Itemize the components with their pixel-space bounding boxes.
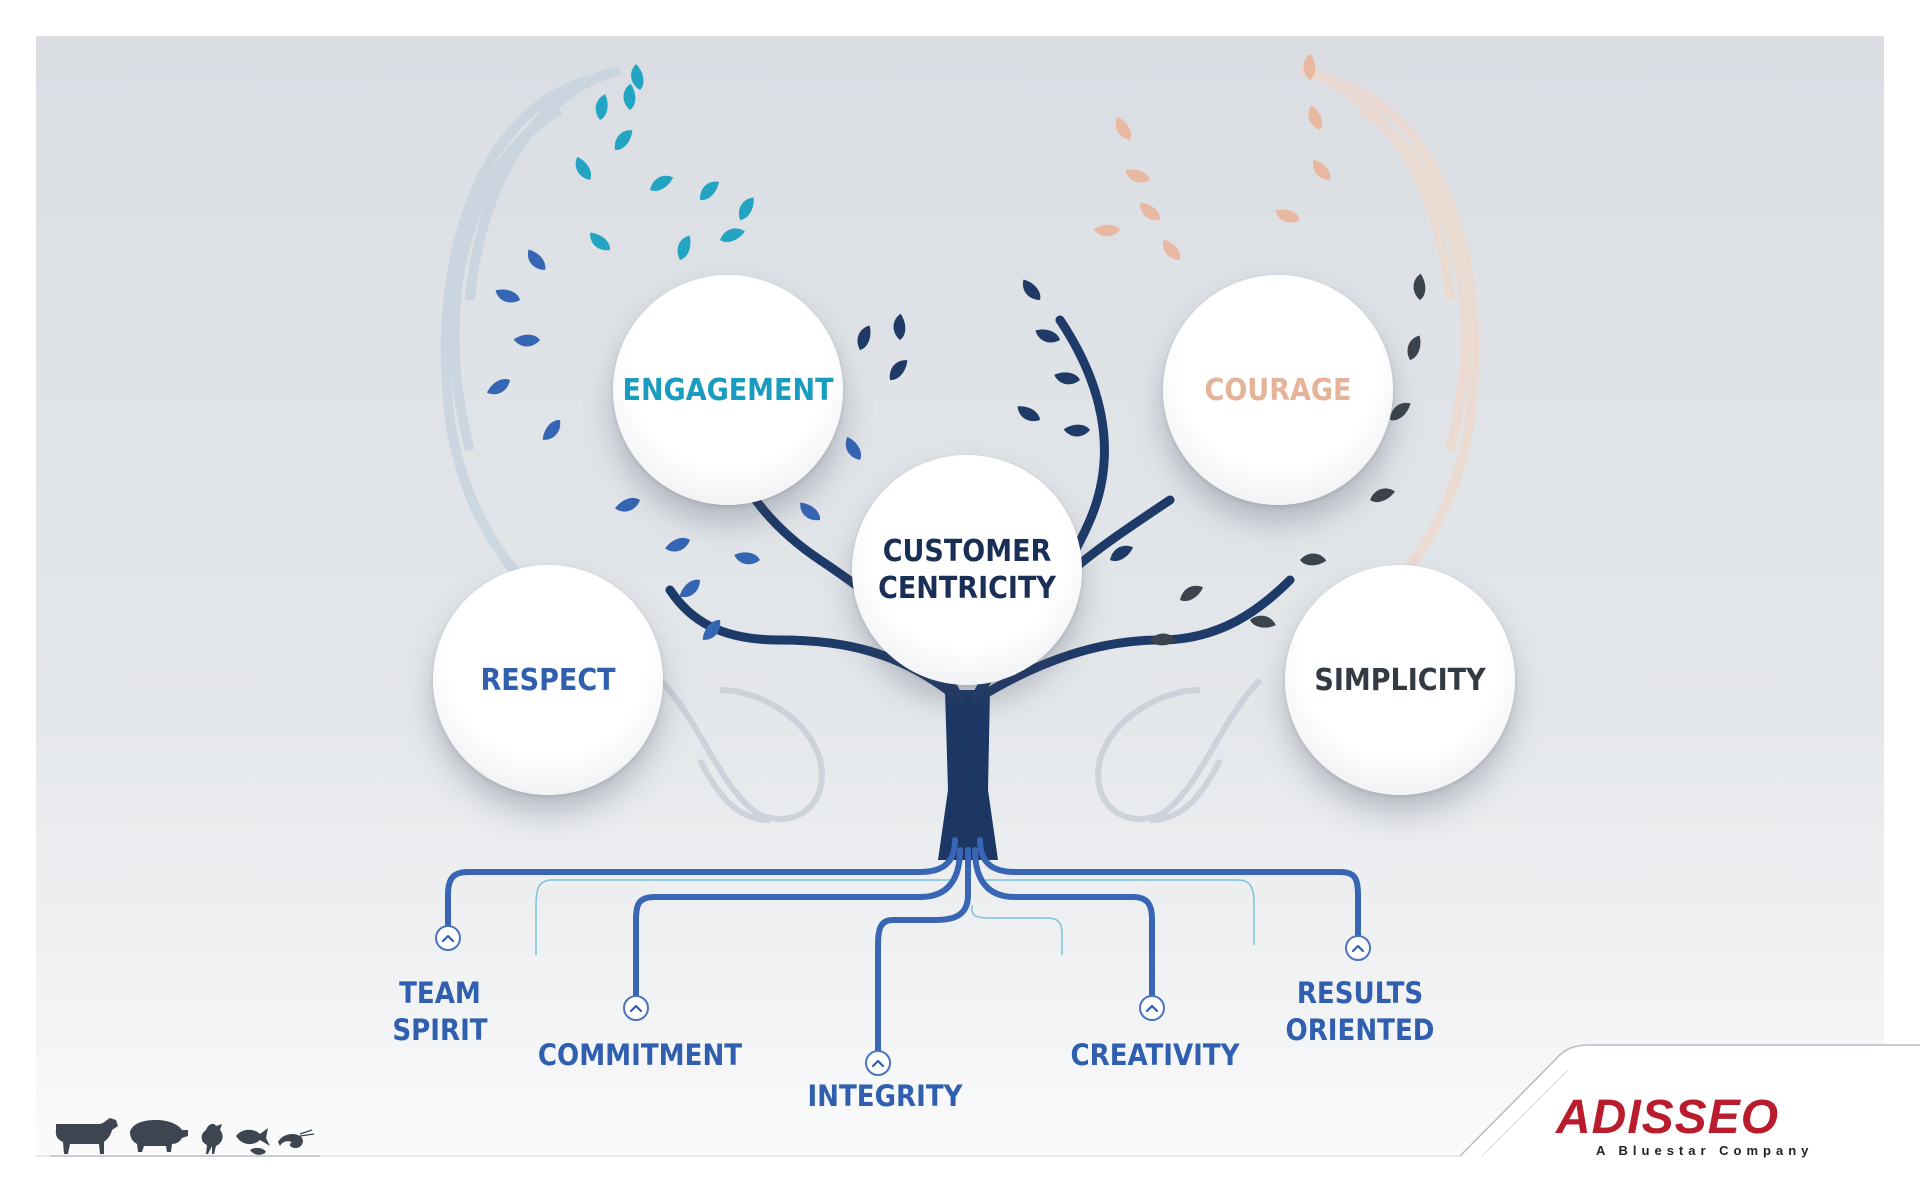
left-wing-outline [440, 65, 622, 645]
root-label-team-spirit: TEAM SPIRIT [392, 976, 488, 1047]
value-circle-engagement: ENGAGEMENT [613, 275, 843, 505]
fish-icon [236, 1128, 270, 1155]
root-label-results-oriented: RESULTS ORIENTED [1285, 976, 1435, 1047]
cow-icon [55, 1118, 118, 1154]
root-thin-lines [535, 879, 1255, 955]
arrow-up-icon [1345, 935, 1371, 961]
value-label-simplicity: SIMPLICITY [1314, 662, 1486, 698]
leaves-peach [1092, 52, 1334, 265]
value-circle-simplicity: SIMPLICITY [1285, 565, 1515, 795]
root-label-integrity: INTEGRITY [807, 1079, 963, 1113]
right-claw-outline [1095, 677, 1263, 823]
tree-trunk [938, 690, 998, 860]
value-label-engagement: ENGAGEMENT [622, 372, 834, 408]
root-label-commitment: COMMITMENT [537, 1038, 743, 1072]
logo-wordmark: ADISSEO [1556, 1091, 1780, 1144]
adisseo-logo: ADISSEO A Bluestar Company [1556, 1091, 1866, 1159]
animal-silhouettes [50, 1118, 320, 1157]
arrow-up-icon [623, 995, 649, 1021]
value-circle-courage: COURAGE [1163, 275, 1393, 505]
brand-band [1459, 1044, 1920, 1200]
root-lines [445, 837, 1361, 1058]
value-circle-customer-centricity: CUSTOMER CENTRICITY [852, 455, 1082, 685]
chicken-icon [201, 1123, 223, 1154]
value-circle-respect: RESPECT [433, 565, 663, 795]
leaves-teal [572, 64, 760, 262]
value-label-customer-centricity: CUSTOMER CENTRICITY [878, 534, 1056, 606]
arrow-up-icon [865, 1050, 891, 1076]
value-label-respect: RESPECT [480, 662, 616, 698]
shrimp-icon [278, 1129, 315, 1148]
root-label-creativity: CREATIVITY [1070, 1038, 1240, 1072]
arrow-up-icon [435, 925, 461, 951]
left-claw-outline [657, 677, 825, 823]
pig-icon [130, 1120, 188, 1152]
value-label-courage: COURAGE [1204, 372, 1352, 408]
arrow-up-icon [1139, 995, 1165, 1021]
logo-tagline: A Bluestar Company [1596, 1143, 1814, 1158]
